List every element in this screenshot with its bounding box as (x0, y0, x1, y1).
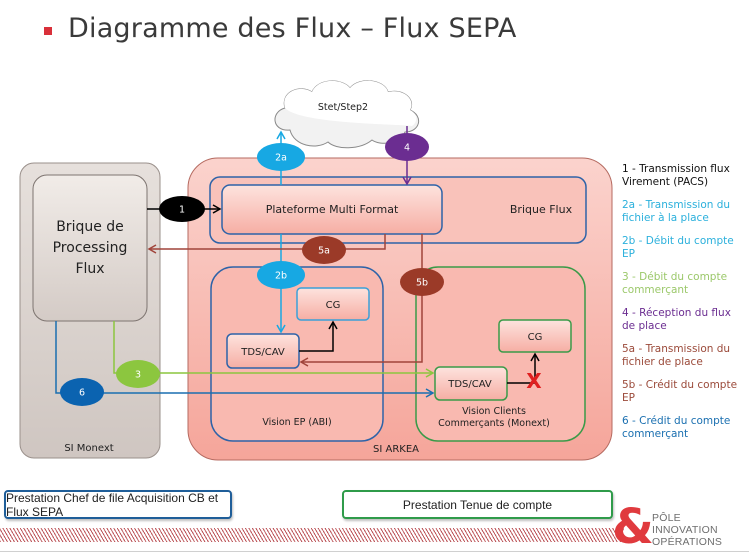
vision-clients-box: Vision Clients Commerçants (Monext) (415, 266, 586, 442)
tds-ep-to-cg-line (299, 320, 338, 352)
vision-ep-label: Vision EP (ABI) (262, 417, 331, 428)
bottom-divider (0, 551, 749, 552)
flow-6-line (55, 321, 435, 398)
tds-clients-to-cg-line (507, 352, 540, 384)
vision-clients-line2: Commerçants (Monext) (438, 418, 550, 429)
title-bullet-icon (44, 27, 52, 35)
tds-cav-ep-box: TDS/CAV (226, 333, 300, 369)
badge-2b: 2b (257, 261, 305, 289)
flow-5a-line (147, 234, 386, 254)
badge-3-shape (116, 360, 160, 388)
si-arkea-label: SI ARKEA (373, 444, 419, 455)
stet-step2-cloud: Stet/Step2 (274, 80, 420, 149)
tds-cav-clients-box: TDS/CAV (434, 366, 508, 401)
badge-5a-shape (302, 236, 346, 264)
logo-line-3: OPÉRATIONS (652, 536, 723, 548)
logo-line-2: INNOVATION (652, 524, 718, 536)
badge-6-shape (60, 378, 104, 406)
pole-logo-ampersand-icon: & (612, 499, 654, 555)
blocked-x-icon: X (526, 369, 542, 393)
badge-4: 4 (385, 133, 429, 161)
badge-1-label: 1 (179, 205, 185, 216)
badge-3-label: 3 (135, 370, 141, 381)
badge-5a-label: 5a (318, 246, 330, 257)
badge-6-label: 6 (79, 388, 85, 399)
cloud-label: Stet/Step2 (318, 102, 368, 113)
badge-2a-label: 2a (275, 153, 287, 164)
si-monext-label: SI Monext (64, 443, 113, 454)
tds-cav-ep-label: TDS/CAV (240, 347, 285, 358)
badge-6: 6 (60, 378, 104, 406)
badge-3: 3 (116, 360, 160, 388)
slide-title: Diagramme des Flux – Flux SEPA (68, 13, 517, 44)
legend-item: 1 - Transmission flux Virement (PACS) (622, 163, 730, 188)
cg-clients-label: CG (528, 332, 543, 343)
legend-item: 6 - Crédit du compte commerçant (622, 415, 731, 440)
prestation-chef-de-file-box: Prestation Chef de file Acquisition CB e… (4, 490, 232, 519)
brique-flux-label: Brique Flux (510, 203, 573, 216)
badge-1: 1 (159, 196, 205, 222)
prestation-tenue-compte-label: Prestation Tenue de compte (402, 497, 553, 512)
brique-processing-line3: Flux (75, 261, 104, 277)
prestation-chef-de-file-label: Prestation Chef de file Acquisition CB e… (6, 490, 219, 519)
tds-cav-clients-label: TDS/CAV (447, 379, 492, 390)
plateforme-label: Plateforme Multi Format (266, 203, 399, 216)
legend-item: 2a - Transmission du fichier à la place (622, 199, 731, 224)
legend-item: 4 - Réception du flux de place (622, 307, 731, 332)
badge-4-shape (385, 133, 429, 161)
badge-5b-label: 5b (416, 278, 428, 289)
cg-clients-box: CG (498, 319, 572, 353)
legend-item: 5b - Crédit du compte EP (622, 379, 738, 404)
prestation-tenue-compte-box: Prestation Tenue de compte (342, 490, 613, 519)
cg-ep-label: CG (326, 300, 341, 311)
hatch-divider (0, 528, 624, 542)
badge-2a-shape (257, 143, 305, 171)
flow-3-line (113, 321, 435, 378)
logo-line-1: PÔLE (652, 512, 681, 524)
badge-5a: 5a (302, 236, 346, 264)
badge-2a: 2a (257, 143, 305, 171)
badge-2b-shape (257, 261, 305, 289)
badge-5b: 5b (400, 268, 444, 296)
legend: 1 - Transmission flux Virement (PACS) 2a … (622, 163, 747, 451)
brique-processing-line2: Processing (53, 240, 128, 256)
pole-logo-text: PÔLE INNOVATION OPÉRATIONS (652, 512, 722, 548)
legend-item: 3 - Débit du compte commerçant (622, 271, 728, 296)
plateforme-multi-format-box: Plateforme Multi Format (221, 184, 443, 235)
brique-processing-box: Brique de Processing Flux (32, 174, 148, 322)
badge-1-shape (159, 196, 205, 222)
badge-2b-label: 2b (275, 271, 287, 282)
legend-item: 5a - Transmission du fichier de place (622, 343, 731, 368)
badge-5b-shape (400, 268, 444, 296)
vision-clients-line1: Vision Clients (462, 406, 526, 417)
cg-ep-box: CG (296, 287, 370, 321)
brique-processing-line1: Brique de (56, 219, 124, 235)
legend-item: 2b - Débit du compte EP (622, 235, 734, 260)
badge-4-label: 4 (404, 143, 410, 154)
